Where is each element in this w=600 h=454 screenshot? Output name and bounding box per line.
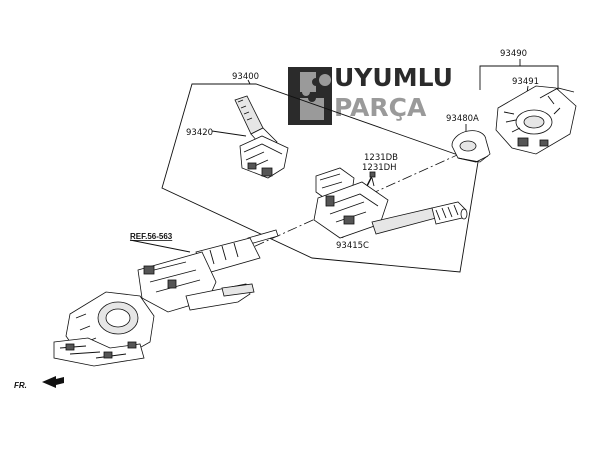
assembly-boundary	[161, 83, 479, 273]
front-marker: FR.	[14, 376, 64, 390]
label-93490: 93490	[500, 49, 527, 59]
callout-labels: 93400 93420 1231DB 1231DH 93415C 93490 9…	[130, 49, 539, 251]
logo-word-1: UYUMLU	[334, 63, 453, 92]
label-93420: 93420	[186, 128, 213, 138]
label-93400: 93400	[232, 72, 259, 82]
label-93480A: 93480A	[446, 114, 479, 124]
label-1231DH: 1231DH	[362, 163, 397, 173]
label-93415C: 93415C	[336, 241, 369, 251]
label-1231DB: 1231DB	[364, 153, 398, 163]
puzzle-icon	[300, 72, 331, 120]
steering-column-part	[53, 229, 279, 367]
brand-logo: UYUMLU PARÇA	[288, 63, 453, 125]
label-93491: 93491	[512, 77, 539, 87]
clock-spring-part	[495, 85, 577, 155]
light-switch-part	[313, 167, 468, 239]
logo-word-2: PARÇA	[334, 93, 427, 122]
wiper-switch-part	[234, 95, 289, 179]
front-arrow-icon	[42, 376, 64, 388]
label-ref-56-563: REF.56-563	[130, 232, 173, 241]
front-marker-label: FR.	[14, 381, 27, 390]
angle-sensor-part	[451, 130, 491, 163]
